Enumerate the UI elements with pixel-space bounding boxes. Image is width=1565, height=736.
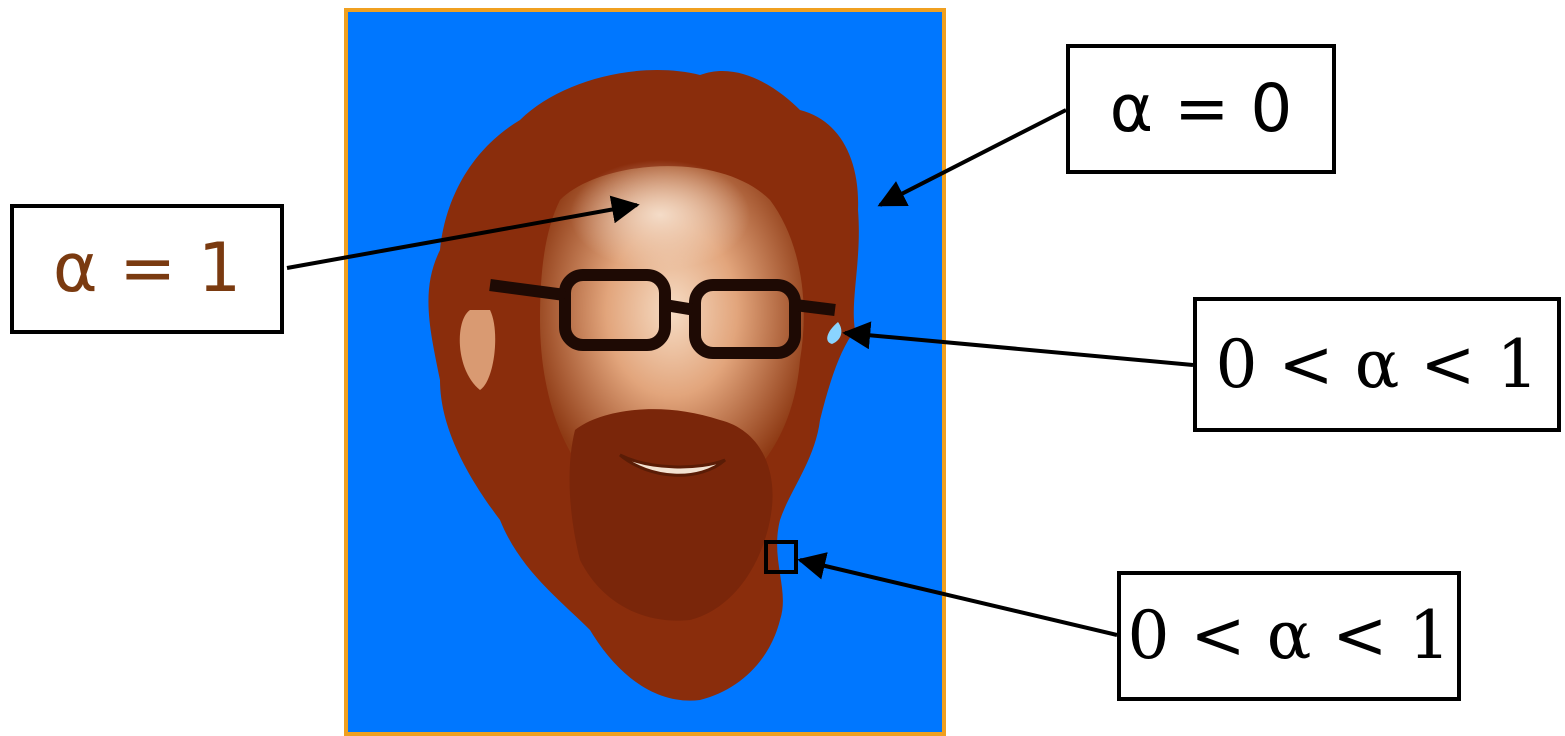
arrow-alpha-zero <box>877 108 1067 207</box>
glasses <box>489 269 836 359</box>
label-partial-alpha-eye: 0 < α < 1 <box>1193 297 1561 432</box>
label-alpha-zero-text: α = 0 <box>1109 70 1293 147</box>
portrait-ear <box>459 310 496 390</box>
arrow-alpha-one <box>286 195 640 270</box>
forehead-highlight <box>570 160 750 270</box>
arrow-partial-eye <box>842 321 1194 367</box>
portrait-smile <box>619 453 726 477</box>
label-alpha-one-text: α = 1 <box>52 229 242 308</box>
arrow-partial-beard <box>797 552 1118 637</box>
label-partial-alpha-beard: 0 < α < 1 <box>1117 571 1461 701</box>
label-alpha-one: α = 1 <box>10 204 284 334</box>
sample-square-icon <box>764 540 798 574</box>
label-partial-alpha-beard-text: 0 < α < 1 <box>1127 597 1451 674</box>
label-partial-alpha-eye-text: 0 < α < 1 <box>1215 325 1539 403</box>
label-alpha-zero: α = 0 <box>1066 44 1336 174</box>
translucent-spot-icon <box>827 322 842 344</box>
